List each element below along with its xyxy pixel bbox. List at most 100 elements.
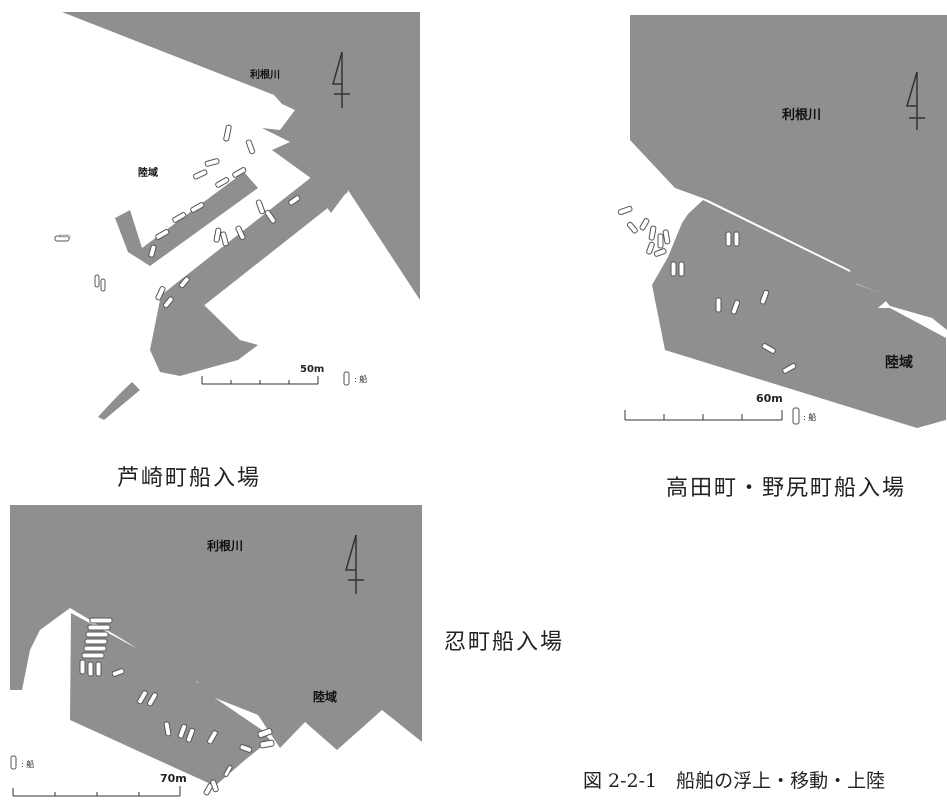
legend-label: : 船 [803,413,817,422]
scale-label: 50m [300,364,325,375]
boat-marker [111,668,125,677]
boat-marker [220,231,229,247]
north-arrow-icon [345,534,364,594]
boat-marker [155,229,170,240]
boat-marker [725,231,732,247]
boat-marker [239,744,253,753]
figure-caption: 図 2-2-1 船舶の浮上・移動・上陸 [583,770,886,792]
boat-marker [87,624,111,631]
boat-marker [213,227,222,243]
boat-marker [782,363,797,374]
land-strip-lower [150,170,348,376]
boat-marker [210,779,219,793]
river-label: 利根川 [207,539,244,553]
boat-marker [245,139,256,155]
boat-marker [257,727,273,739]
boat-marker [259,739,275,749]
river-area [10,505,422,750]
map-oshi: 利根川 陸域 70m : 船 [0,500,440,800]
scale-bar [624,410,783,421]
boat-marker [264,209,277,224]
scale-bar [201,376,319,385]
map-caption: 高田町・野尻町船入場 [666,476,907,501]
boat-marker [657,233,664,249]
boat-marker [192,169,208,180]
boat-marker [100,278,106,292]
boat-marker [83,645,107,652]
river-label: 利根川 [250,70,280,81]
boat-marker [185,727,196,743]
boat-marker [223,765,233,777]
boat-marker [163,721,172,737]
scale-bar [12,786,181,797]
legend-boat-icon [792,407,800,425]
boat-marker [232,167,247,178]
river-area [62,12,420,376]
boat-marker [85,631,109,638]
legend-boat-icon [343,371,350,386]
boat-marker [87,661,94,677]
land-fragment [98,382,140,420]
map-oshi-svg [10,505,422,797]
boat-marker [235,225,246,241]
boat-marker [670,261,677,277]
boat-group [54,124,301,309]
river-area [630,15,947,330]
boat-marker [204,158,220,167]
boat-marker [79,659,86,675]
boat-marker [54,235,70,242]
boat-marker [215,177,230,188]
stray-boat-label: 4cm [58,233,71,240]
boat-marker [84,638,108,645]
boat-marker [95,661,102,677]
map-caption: 芦崎町船入場 [117,466,262,491]
boat-marker [639,218,650,231]
boat-group [617,205,797,374]
boat-marker [94,274,100,288]
boat-group [79,617,275,796]
boat-marker [207,730,218,745]
boat-marker [678,261,685,277]
boat-marker [177,723,188,739]
legend-label: : 船 [354,375,368,384]
boat-marker [288,195,301,206]
land-label: 陸域 [313,690,338,704]
legend-boat-icon [10,755,17,770]
boat-marker [81,652,105,659]
land-label: 陸域 [885,355,913,371]
boat-marker [89,617,113,624]
boat-marker [137,690,148,705]
land-block [70,613,270,786]
scale-label: 70m [160,772,187,785]
boat-marker [178,276,190,289]
boat-marker [662,229,671,245]
north-arrow-icon [332,51,350,108]
boat-marker [759,289,770,305]
boat-marker [715,297,722,313]
boat-marker [172,212,187,223]
boat-marker [733,231,740,247]
boat-marker [223,124,232,142]
legend-label: : 船 [21,760,35,769]
map-takada-svg [617,15,947,428]
map-ashizaki-svg [54,12,420,420]
boat-marker [646,241,655,255]
boat-marker [626,221,638,234]
boat-marker [190,202,205,213]
land-strip-upper [115,172,258,266]
map-takada: 利根川 陸域 60m : 船 高田町・野尻町船入場 [560,0,947,501]
boat-marker [617,205,633,216]
map-caption-oshi: 忍町船入場 [444,630,565,655]
land-block [652,200,946,428]
boat-marker [730,299,741,315]
boat-marker [761,343,776,354]
boat-marker [148,244,157,258]
scale-label: 60m [756,392,783,405]
boat-marker [255,199,266,215]
boat-marker [155,285,166,301]
river-label: 利根川 [782,108,822,123]
boat-marker [648,225,657,241]
map-ashizaki: 利根川 陸域 4cm 50m : 船 芦崎町船入場 [0,0,420,491]
land-label: 陸域 [138,168,158,179]
boat-marker [162,296,174,309]
